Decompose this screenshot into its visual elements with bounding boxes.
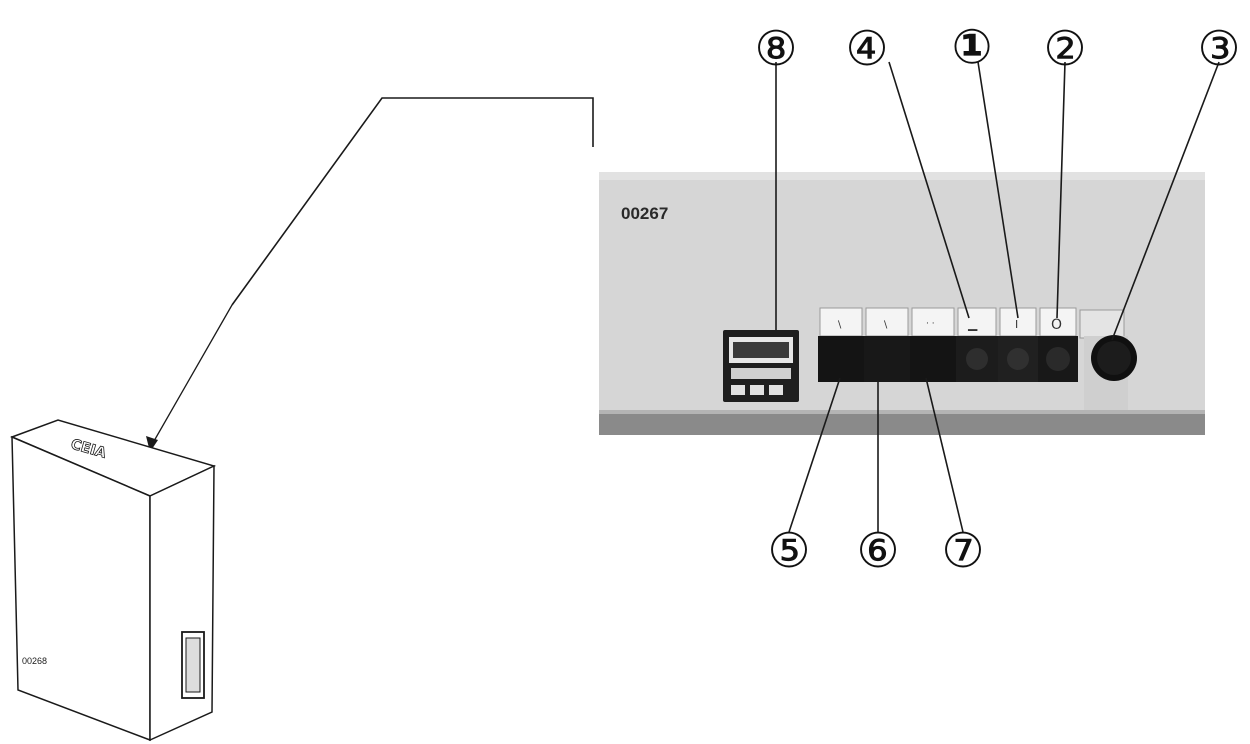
svg-text:▁: ▁: [967, 317, 978, 331]
panel-bottom-edge: [599, 413, 1205, 435]
leader-1: [977, 61, 1019, 319]
digital-controller: [723, 330, 799, 402]
callout-1: ①: [952, 19, 993, 75]
leader-5: [788, 377, 841, 533]
key-cap-3: [1079, 309, 1125, 339]
device-drawing: CEIA: [9, 419, 217, 742]
svg-text:O: O: [1051, 317, 1062, 333]
svg-text:∖: ∖: [836, 320, 842, 331]
key-cap-1: [999, 307, 1037, 337]
photo-code-label: 00267: [621, 204, 668, 223]
callout-8: ⑧: [754, 21, 797, 77]
device-code-label: 00268: [22, 656, 47, 666]
callout-6: ⑥: [856, 523, 899, 579]
svg-text:∖: ∖: [882, 320, 888, 331]
callout-4: ④: [845, 21, 888, 77]
leader-lines: [775, 61, 1220, 533]
leader-2: [1056, 61, 1066, 319]
key-cap-4: [957, 307, 997, 337]
button-5: [818, 336, 864, 382]
connector-line: [146, 97, 594, 452]
callouts: ⑧ ④ ① ② ③ ⑤ ⑥ ⑦: [754, 19, 1240, 579]
key-cap-row: [819, 307, 1125, 339]
svg-text:I: I: [1015, 318, 1018, 331]
key-cap-symbols: ∖ ∖ · · ▁ I O: [836, 317, 1062, 333]
svg-text:· ·: · ·: [926, 319, 935, 329]
key-cap-7: [911, 307, 955, 337]
key-cap-5: [819, 307, 863, 337]
leader-4: [888, 61, 970, 319]
callout-7: ⑦: [941, 523, 984, 579]
black-button-row: [818, 335, 1137, 410]
key-cap-6: [865, 307, 909, 337]
device-side-face: [149, 464, 215, 742]
callout-2: ②: [1043, 21, 1086, 77]
callout-5: ⑤: [767, 523, 810, 579]
button-7: [910, 336, 956, 382]
leader-3: [1111, 61, 1220, 341]
control-panel-photo: 00267 ∖ ∖ · · ▁ I O: [599, 172, 1205, 435]
button-6: [864, 336, 910, 382]
callout-3: ③: [1197, 21, 1240, 77]
leader-7: [925, 377, 964, 533]
